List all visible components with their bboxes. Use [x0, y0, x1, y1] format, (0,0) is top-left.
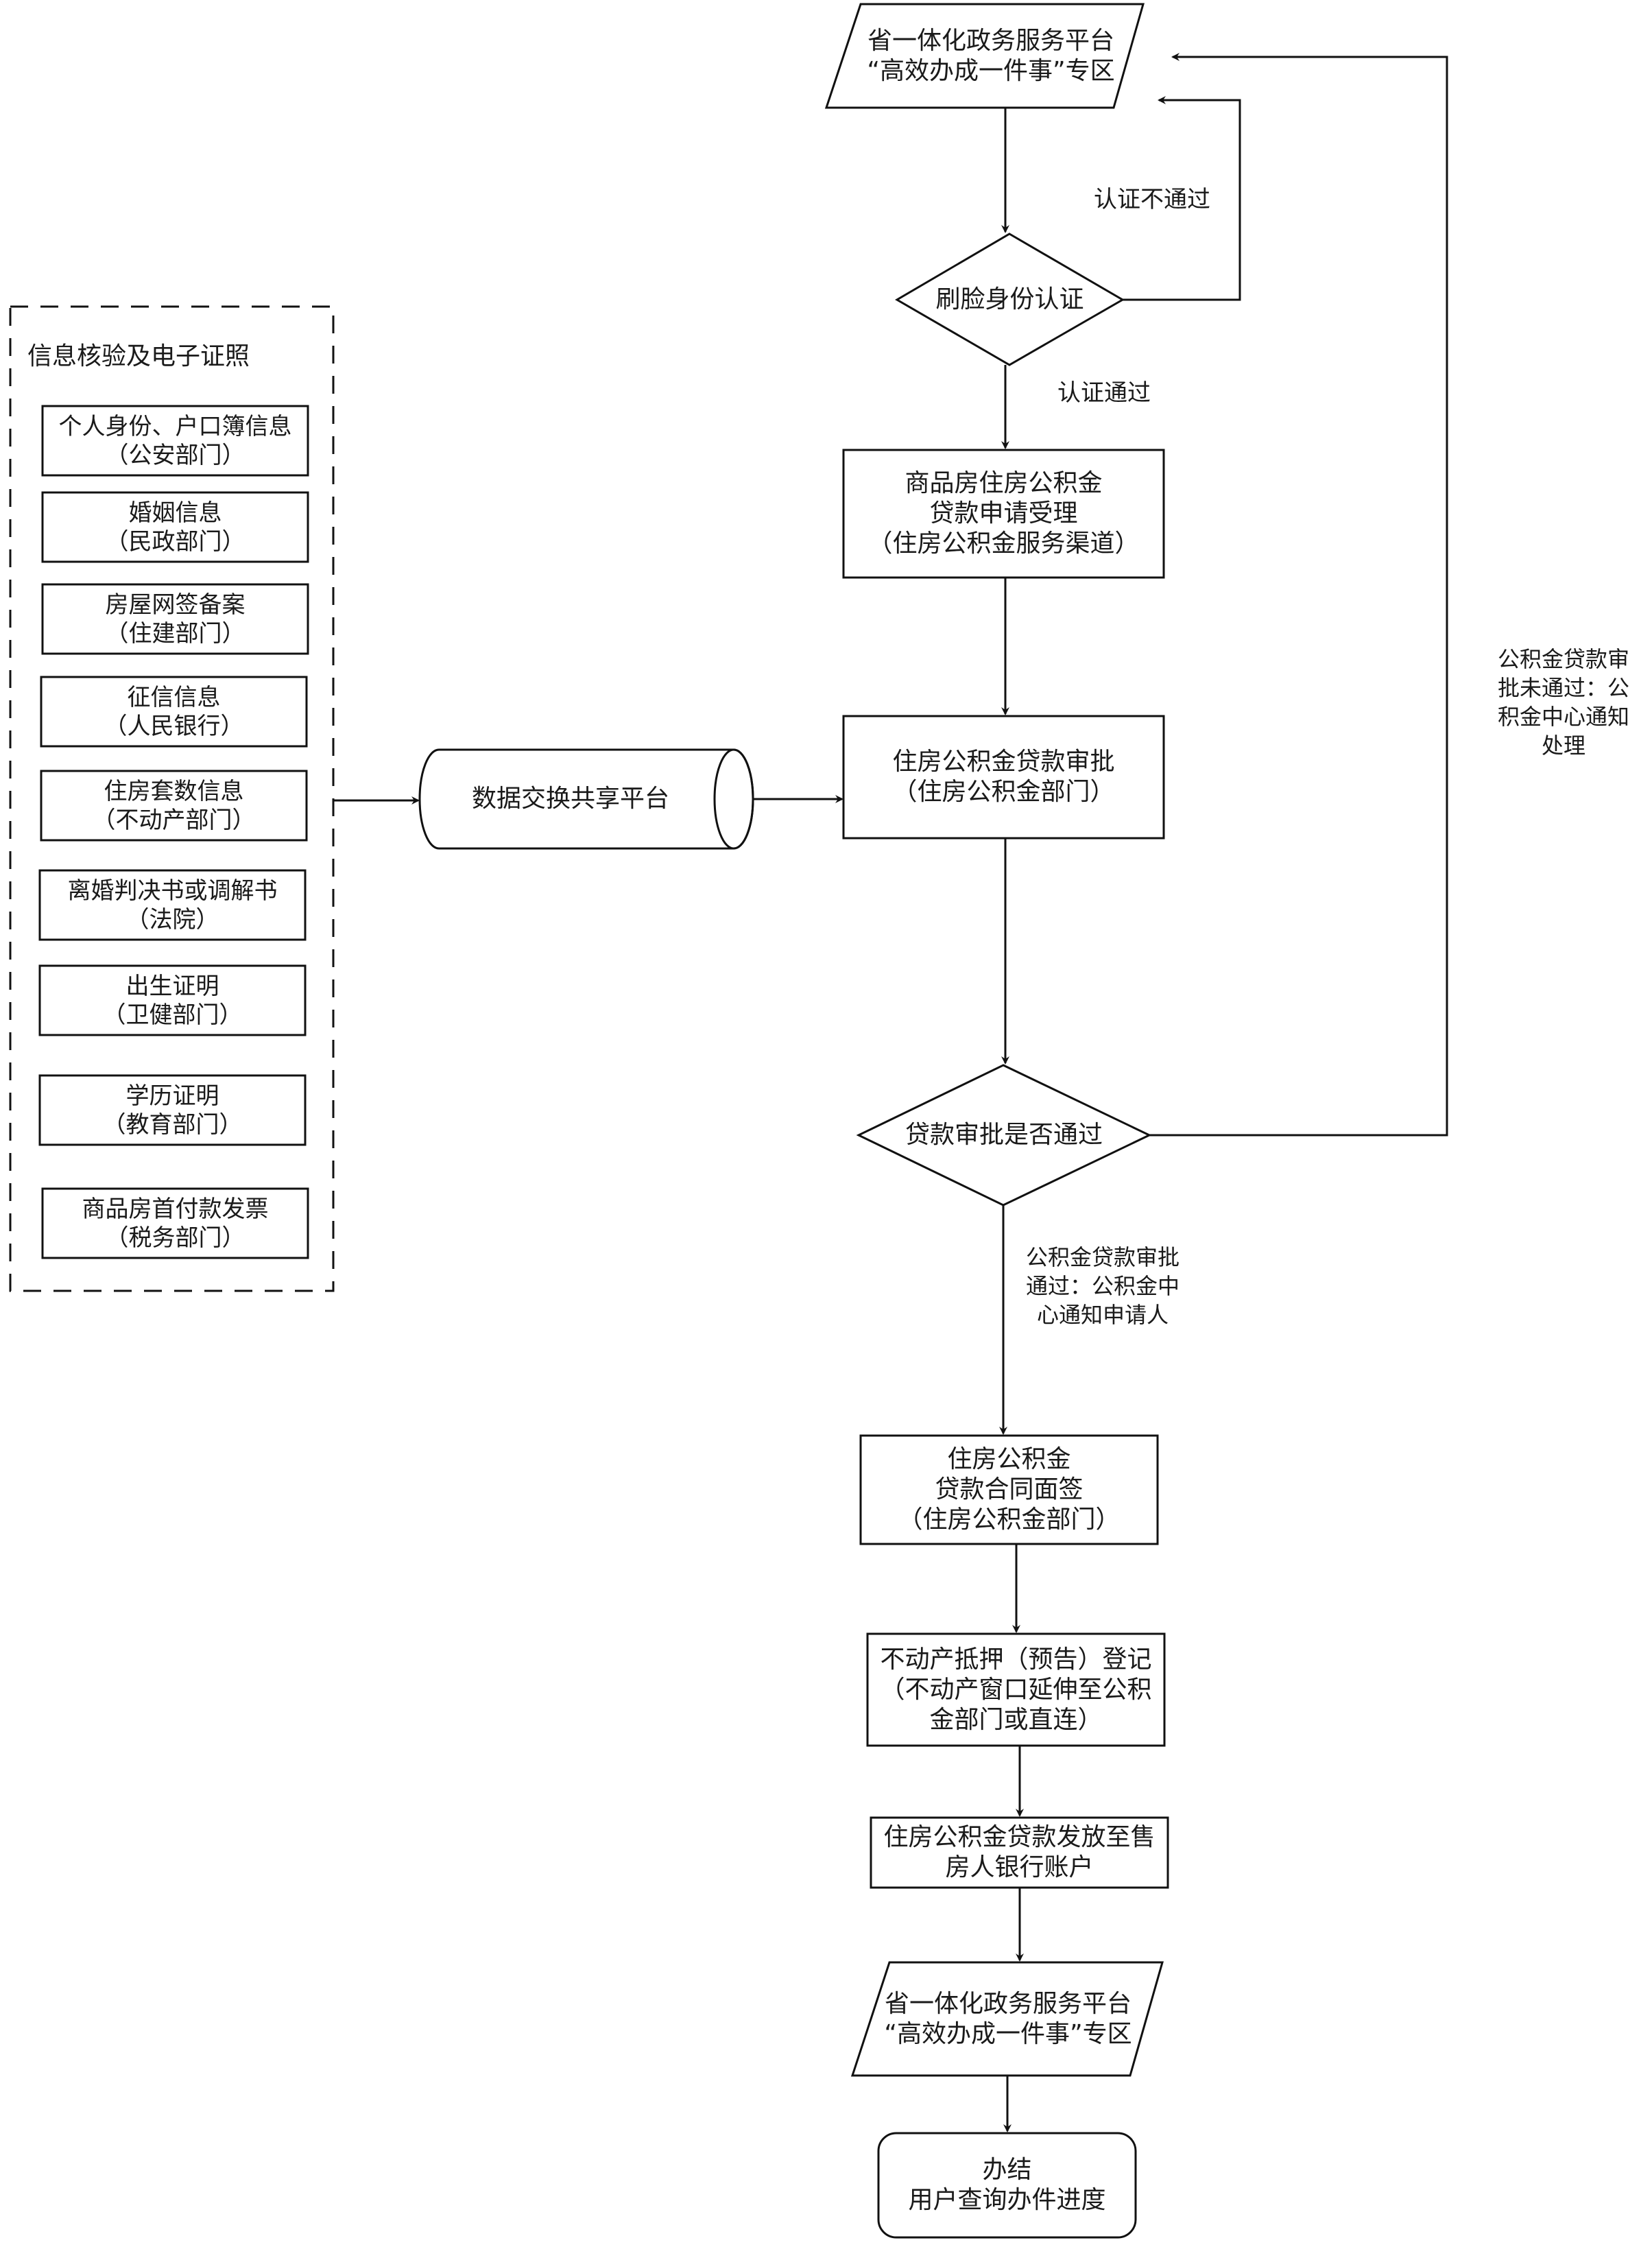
contract-line3: （住房公积金部门）: [898, 1506, 1121, 1534]
info-box-line2: （人民银行）: [104, 712, 244, 740]
info-box-line1: 个人身份、户口簿信息: [58, 412, 292, 440]
approval-box-frame: [842, 715, 1165, 840]
info-box-line2: （法院）: [125, 905, 219, 934]
contract-line1: 住房公积金: [947, 1445, 1071, 1473]
face-auth-diamond: [895, 233, 1125, 366]
approval-line2: （住房公积金部门）: [892, 778, 1115, 806]
info-box-line2: （教育部门）: [102, 1110, 243, 1139]
info-group-frame: [9, 305, 335, 1292]
info-box-line1: 婚姻信息: [128, 499, 222, 527]
pass-note-line3: 心通知申请人: [1036, 1302, 1169, 1328]
info-box-line1: 住房套数信息: [104, 777, 244, 805]
end-platform-shape: [850, 1961, 1164, 2077]
end-platform-line2: “高效办成一件事”专区: [884, 2019, 1132, 2048]
finish-label: 办结 用户查询办件进度: [878, 2133, 1136, 2237]
info-box-line1: 学历证明: [125, 1082, 219, 1110]
face-auth-text: 刷脸身份认证: [935, 285, 1084, 313]
accept-line1: 商品房住房公积金: [905, 469, 1103, 497]
info-box-housing: 房屋网签备案 （住建部门）: [43, 584, 308, 654]
approval-check-label: 贷款审批是否通过: [859, 1065, 1149, 1205]
info-box-frame: [41, 405, 309, 477]
accept-line2: 贷款申请受理: [929, 499, 1078, 527]
mortgage-line3: 金部门或直连）: [929, 1705, 1103, 1734]
auth-fail-label: 认证不通过: [1084, 185, 1221, 214]
auth-pass-label: 认证通过: [1042, 379, 1166, 407]
exchange-platform-label: 数据交换共享平台: [420, 750, 721, 848]
finish-box-frame: [877, 2132, 1137, 2239]
mortgage-line2: （不动产窗口延伸至公积: [880, 1675, 1152, 1704]
contract-label: 住房公积金 贷款合同面签 （住房公积金部门）: [861, 1436, 1158, 1544]
info-box-real-estate: 住房套数信息 （不动产部门）: [41, 771, 307, 840]
info-box-frame: [40, 676, 308, 748]
reject-note-line1: 公积金贷款审: [1497, 646, 1629, 672]
start-platform-label: 省一体化政务服务平台 “高效办成一件事”专区: [833, 4, 1149, 108]
info-box-line2: （不动产部门）: [92, 806, 256, 834]
auth-pass-text: 认证通过: [1057, 379, 1151, 407]
info-box-frame: [40, 770, 308, 842]
info-box-line1: 征信信息: [127, 683, 221, 711]
reject-note-line2: 批未通过：公: [1497, 675, 1629, 701]
release-line1: 住房公积金贷款发放至售: [883, 1823, 1156, 1851]
info-box-line1: 离婚判决书或调解书: [67, 877, 278, 905]
approval-line1: 住房公积金贷款审批: [892, 748, 1115, 776]
end-platform-line1: 省一体化政务服务平台: [884, 1989, 1132, 2018]
info-box-police: 个人身份、户口簿信息 （公安部门）: [43, 406, 308, 475]
info-box-tax: 商品房首付款发票 （税务部门）: [43, 1189, 308, 1258]
info-box-frame: [38, 869, 307, 941]
info-group-title-text: 信息核验及电子证照: [27, 342, 250, 370]
accept-line3: （住房公积金服务渠道）: [867, 530, 1140, 558]
finish-line1: 办结: [982, 2156, 1032, 2184]
mortgage-line1: 不动产抵押（预告）登记: [880, 1645, 1152, 1674]
pass-note-line1: 公积金贷款审批: [1025, 1244, 1180, 1270]
info-box-frame: [41, 583, 309, 655]
info-box-civil-affairs: 婚姻信息 （民政部门）: [43, 492, 308, 562]
info-box-frame: [38, 1074, 307, 1146]
arrow-auth-fail: [1123, 96, 1241, 301]
reject-note: 公积金贷款审 批未通过：公 积金中心通知 处理: [1481, 645, 1646, 760]
pass-note-line2: 通过：公积金中: [1025, 1273, 1180, 1299]
info-box-frame: [38, 964, 307, 1036]
auth-fail-text: 认证不通过: [1094, 186, 1210, 213]
approval-label: 住房公积金贷款审批 （住房公积金部门）: [843, 716, 1164, 838]
start-platform-shape: [824, 3, 1145, 109]
info-box-frame: [41, 491, 309, 563]
accept-box-frame: [842, 449, 1165, 579]
face-auth-label: 刷脸身份认证: [897, 234, 1123, 365]
contract-box-frame: [859, 1434, 1159, 1545]
mortgage-box-frame: [866, 1632, 1166, 1747]
info-box-court: 离婚判决书或调解书 （法院）: [40, 870, 305, 940]
info-box-credit: 征信信息 （人民银行）: [41, 677, 307, 746]
accept-label: 商品房住房公积金 贷款申请受理 （住房公积金服务渠道）: [843, 450, 1164, 578]
info-box-line1: 商品房首付款发票: [82, 1195, 269, 1223]
info-box-line2: （住建部门）: [105, 619, 246, 647]
info-box-frame: [41, 1187, 309, 1259]
approval-check-text: 贷款审批是否通过: [905, 1121, 1103, 1149]
info-box-education: 学历证明 （教育部门）: [40, 1075, 305, 1145]
release-label: 住房公积金贷款发放至售 房人银行账户: [871, 1818, 1168, 1888]
finish-line2: 用户查询办件进度: [908, 2186, 1106, 2214]
exchange-platform-text: 数据交换共享平台: [471, 785, 669, 813]
arrow-approval-reject: [1149, 53, 1448, 1137]
reject-note-line4: 处理: [1541, 733, 1585, 759]
info-box-line2: （公安部门）: [105, 441, 246, 469]
reject-note-line3: 积金中心通知: [1497, 704, 1629, 730]
info-box-health: 出生证明 （卫健部门）: [40, 966, 305, 1035]
contract-line2: 贷款合同面签: [935, 1475, 1084, 1503]
release-line2: 房人银行账户: [945, 1853, 1094, 1881]
info-box-line2: （民政部门）: [105, 527, 246, 556]
info-box-line2: （税务部门）: [105, 1224, 246, 1252]
pass-note: 公积金贷款审批 通过：公积金中 心通知申请人: [1020, 1243, 1185, 1329]
start-platform-line1: 省一体化政务服务平台: [867, 26, 1114, 55]
info-box-line1: 房屋网签备案: [105, 591, 246, 619]
mortgage-label: 不动产抵押（预告）登记 （不动产窗口延伸至公积 金部门或直连）: [867, 1634, 1164, 1746]
info-box-line1: 出生证明: [125, 972, 219, 1000]
info-group-title: 信息核验及电子证照: [27, 336, 274, 377]
info-box-line2: （卫健部门）: [102, 1001, 243, 1029]
start-platform-line2: “高效办成一件事”专区: [867, 56, 1115, 85]
end-platform-label: 省一体化政务服务平台 “高效办成一件事”专区: [861, 1962, 1156, 2076]
